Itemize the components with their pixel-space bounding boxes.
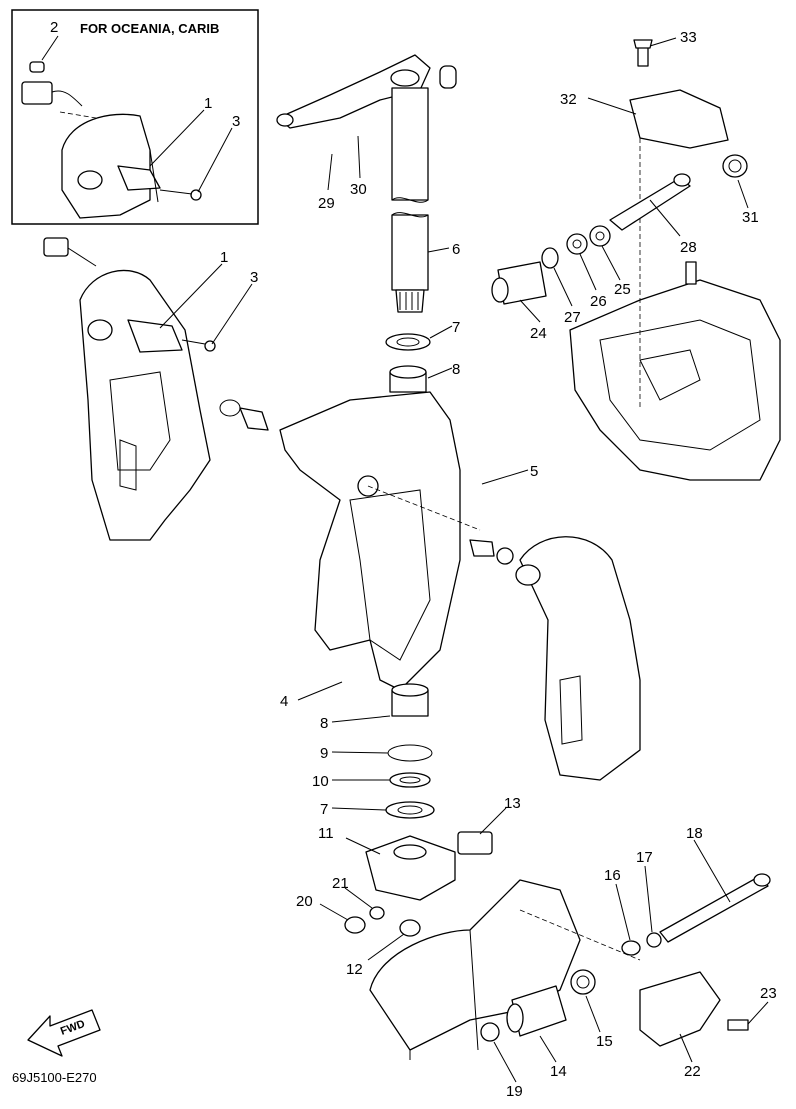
callout-20: 20 <box>296 893 313 910</box>
callout-10: 10 <box>312 773 329 790</box>
callout-3: 3 <box>250 269 258 286</box>
callout-13: 13 <box>504 795 521 812</box>
callout-27: 27 <box>564 309 581 326</box>
callout-19: 19 <box>506 1083 523 1100</box>
callout-22: 22 <box>684 1063 701 1080</box>
callout-6: 6 <box>452 241 460 258</box>
lower-casing <box>369 879 581 1060</box>
callout-15: 15 <box>596 1033 613 1050</box>
callout-17: 17 <box>636 849 653 866</box>
upper-mount-housing <box>569 130 781 481</box>
callout-21: 21 <box>332 875 349 892</box>
callout-8-upper: 8 <box>452 361 460 378</box>
callout-26: 26 <box>590 293 607 310</box>
callout-25: 25 <box>614 281 631 298</box>
callout-labels: 2 1 3 1 3 29 30 6 33 32 31 28 25 26 27 2… <box>50 19 777 1100</box>
callout-16: 16 <box>604 867 621 884</box>
callout-32: 32 <box>560 91 577 108</box>
upper-mount-parts <box>491 39 748 305</box>
swivel-bracket <box>219 391 481 691</box>
callout-1-inset: 1 <box>204 95 212 112</box>
callout-30: 30 <box>350 181 367 198</box>
callout-leaders <box>41 35 769 1083</box>
callout-11: 11 <box>318 825 334 842</box>
callout-12: 12 <box>346 961 363 978</box>
lower-bushing-washers <box>385 683 435 819</box>
callout-14: 14 <box>550 1063 567 1080</box>
upper-washer-bushing <box>385 333 431 393</box>
lower-mount-parts <box>480 873 771 1047</box>
inset-title: FOR OCEANIA, CARIB <box>80 21 219 36</box>
forward-arrow: FWD <box>27 1009 101 1057</box>
callout-33: 33 <box>680 29 697 46</box>
steering-arm <box>276 54 457 129</box>
callout-3-inset: 3 <box>232 113 240 130</box>
callout-9: 9 <box>320 745 328 762</box>
callout-1: 1 <box>220 249 228 266</box>
callout-29: 29 <box>318 195 335 212</box>
callout-4: 4 <box>280 693 288 710</box>
callout-2-inset: 2 <box>50 19 58 36</box>
callout-28: 28 <box>680 239 697 256</box>
diagram-code: 69J5100-E270 <box>12 1070 97 1085</box>
callout-24: 24 <box>530 325 547 342</box>
left-clamp-bracket <box>43 237 216 541</box>
callout-23: 23 <box>760 985 777 1002</box>
callout-31: 31 <box>742 209 759 226</box>
right-clamp-bracket <box>469 536 641 781</box>
callout-5: 5 <box>530 463 538 480</box>
inset-panel: FOR OCEANIA, CARIB <box>11 9 259 225</box>
callout-7-lower: 7 <box>320 801 328 818</box>
callout-8-lower: 8 <box>320 715 328 732</box>
steering-shaft <box>391 87 429 313</box>
callout-7-upper: 7 <box>452 319 460 336</box>
lower-mount-bracket <box>344 831 493 937</box>
callout-18: 18 <box>686 825 703 842</box>
